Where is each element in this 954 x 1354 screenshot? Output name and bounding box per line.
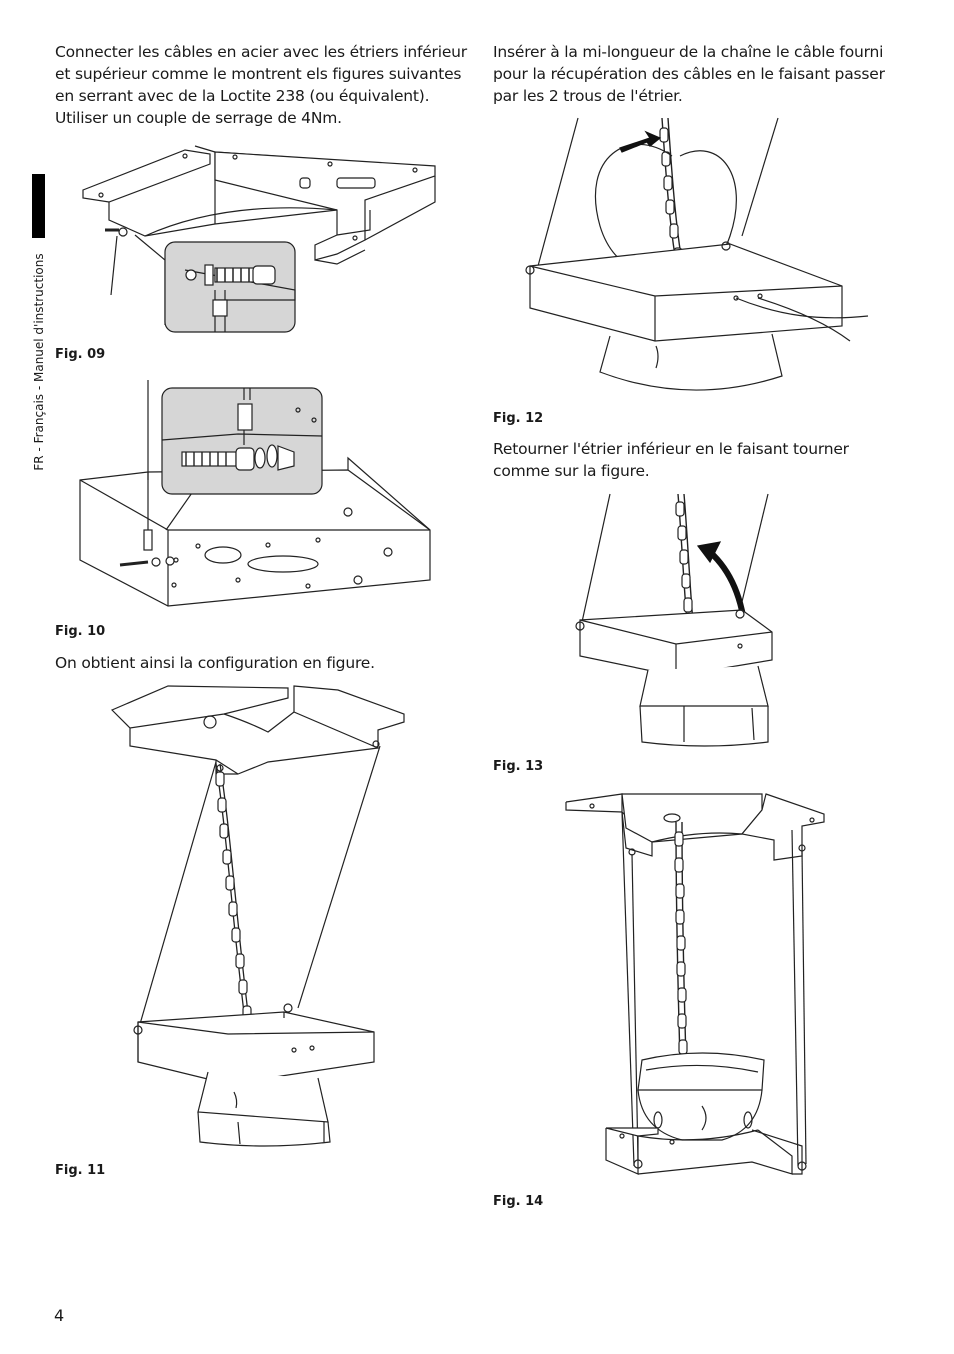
figure-13-caption: Fig. 13 — [493, 759, 544, 774]
insert-line: par les 2 trous de l'étrier. — [493, 87, 683, 105]
figure-12-caption: Fig. 12 — [493, 411, 544, 426]
figure-10-lower-bracket-cable — [78, 380, 440, 612]
intro-line: Connecter les câbles en acier avec les é… — [55, 43, 467, 61]
side-section-label: FR - Français - Manuel d'instructions — [32, 253, 46, 471]
figure-14-final-assembly — [562, 790, 830, 1198]
page-number: 4 — [54, 1306, 65, 1325]
side-tab-marker — [32, 174, 45, 238]
insert-line: Insérer à la mi-longueur de la chaîne le… — [493, 43, 884, 61]
figure-09-caption: Fig. 09 — [55, 347, 106, 362]
figure-10-caption: Fig. 10 — [55, 624, 106, 639]
figure-12-cable-recovery-insertion — [520, 116, 872, 398]
rotate-line: Retourner l'étrier inférieur en le faisa… — [493, 440, 849, 458]
figure-14-caption: Fig. 14 — [493, 1194, 544, 1209]
figure-11-caption: Fig. 11 — [55, 1163, 106, 1178]
figure-09-bracket-cable-connection — [75, 140, 445, 340]
rotate-paragraph: Retourner l'étrier inférieur en le faisa… — [493, 438, 913, 482]
figure-13-rotate-lower-bracket — [572, 492, 784, 748]
intro-line: et supérieur comme le montrent els figur… — [55, 65, 462, 83]
config-text: On obtient ainsi la configuration en fig… — [55, 654, 375, 672]
insert-line: pour la récupération des câbles en le fa… — [493, 65, 885, 83]
intro-paragraph: Connecter les câbles en acier avec les é… — [55, 41, 475, 129]
intro-line: en serrant avec de la Loctite 238 (ou éq… — [55, 87, 430, 105]
rotate-line: comme sur la figure. — [493, 462, 650, 480]
intro-line: Utiliser un couple de serrage de 4Nm. — [55, 109, 342, 127]
insert-paragraph: Insérer à la mi-longueur de la chaîne le… — [493, 41, 913, 107]
figure-11-assembled-configuration — [108, 682, 408, 1152]
